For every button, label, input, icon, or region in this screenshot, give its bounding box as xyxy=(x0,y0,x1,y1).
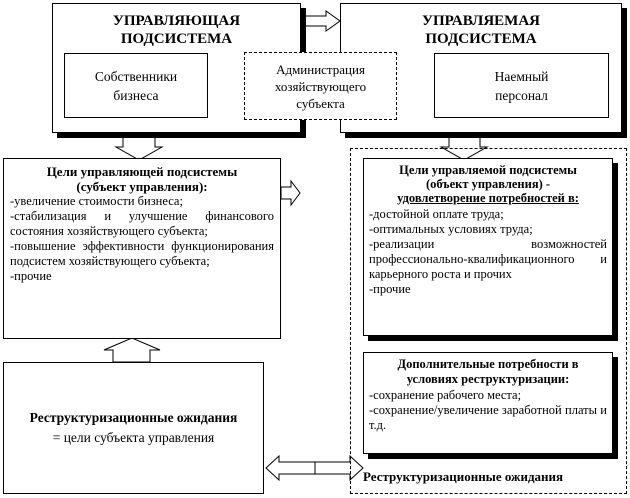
restructuring-expectations-title: Реструктуризационные ожидания xyxy=(29,410,238,425)
additional-need-item: -сохранение рабочего места; xyxy=(369,388,522,402)
managing-goal-item: -стабилизация и улучшение финансового со… xyxy=(10,209,274,238)
managing-goals-heading: Цели управляющей подсистемы (субъект упр… xyxy=(46,164,238,194)
owners-label-line2: бизнеса xyxy=(113,87,159,103)
managed-goal-item: -прочие xyxy=(369,282,411,296)
managing-goals-box: Цели управляющей подсистемы (субъект упр… xyxy=(3,158,281,339)
additional-need-item: -сохранение/увеличение заработной платы … xyxy=(369,403,607,432)
managed-goal-item: -реализации возможностей профессионально… xyxy=(369,237,607,281)
administration-line3: субъекта xyxy=(296,95,345,111)
managing-goal-item: -повышение эффективности функционировани… xyxy=(10,239,274,268)
managed-side-container xyxy=(350,148,627,494)
managing-goals-list: -увеличение стоимости бизнеса; -стабилиз… xyxy=(10,194,274,284)
managed-goal-item: -достойной оплате труда; xyxy=(369,207,504,221)
staff-label-line2: персонал xyxy=(495,87,548,103)
managed-goal-item: -оптимальных условиях труда; xyxy=(369,222,533,236)
staff-label-line1: Наемный xyxy=(494,68,549,84)
managed-goals-heading: Цели управляемой подсистемы (объект упра… xyxy=(397,163,579,205)
arrow-managing-to-managed-top xyxy=(301,10,341,32)
restructuring-expectations-label: Реструктуризационные ожидания xyxy=(363,469,564,484)
managed-goals-box: Цели управляемой подсистемы (объект упра… xyxy=(363,158,613,336)
restructuring-expectations-box: Реструктуризационные ожидания = цели суб… xyxy=(3,362,264,494)
additional-needs-heading: Дополнительные потребности в условиях ре… xyxy=(397,357,579,386)
managing-goal-item: -прочие xyxy=(10,269,52,283)
owners-label-line1: Собственники xyxy=(94,68,178,84)
restructuring-expectations-subtitle: = цели субъекта управления xyxy=(52,430,215,445)
managing-subsystem-title: УПРАВЛЯЮЩАЯ ПОДСИСТЕМА xyxy=(112,13,241,47)
administration-line2: хозяйствующего xyxy=(274,78,367,94)
arrow-managing-down xyxy=(114,136,164,161)
managed-subsystem-title: УПРАВЛЯЕМАЯ ПОДСИСТЕМА xyxy=(421,13,541,47)
arrow-restructuring-up xyxy=(103,337,161,363)
managing-goal-item: -увеличение стоимости бизнеса; xyxy=(10,194,183,208)
owners-box: Собственники бизнеса xyxy=(64,53,208,118)
additional-needs-box: Дополнительные потребности в условиях ре… xyxy=(363,352,613,454)
additional-needs-list: -сохранение рабочего места; -сохранение/… xyxy=(369,388,607,433)
managed-goals-list: -достойной оплате труда; -оптимальных ус… xyxy=(369,207,607,297)
arrow-goals-right xyxy=(280,179,301,207)
administration-line1: Администрация xyxy=(276,61,365,77)
staff-box: Наемный персонал xyxy=(434,53,609,118)
administration-box: Администрация хозяйствующего субъекта xyxy=(244,52,397,120)
